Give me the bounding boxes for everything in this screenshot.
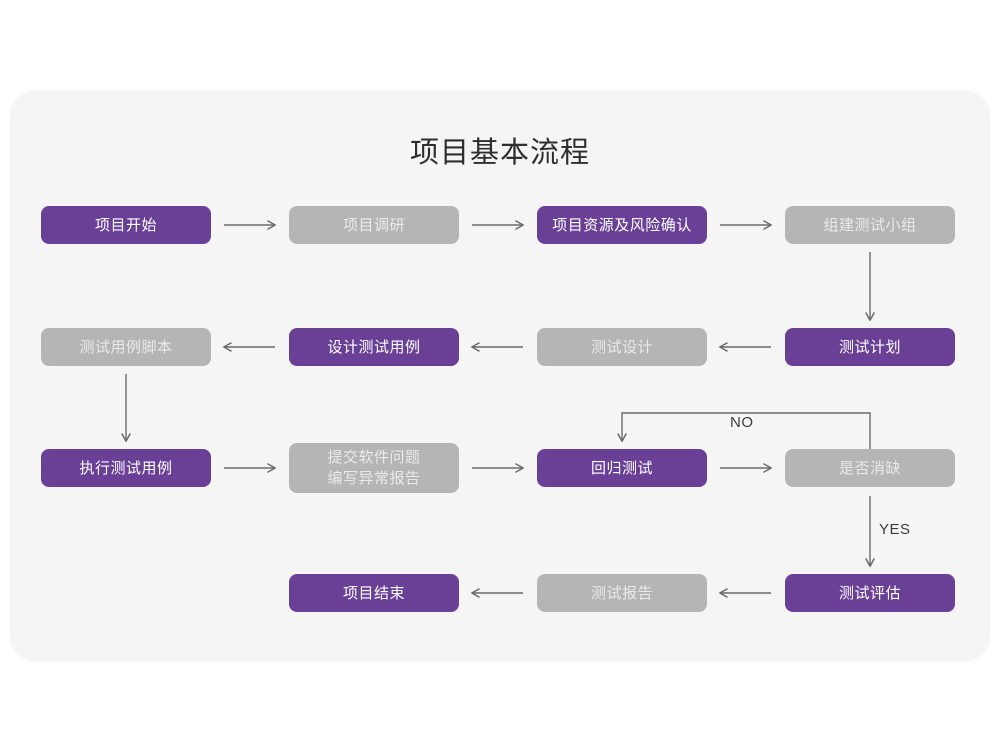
flow-node-project-research[interactable]: 项目调研	[289, 206, 459, 244]
page-title: 项目基本流程	[409, 137, 590, 169]
flow-node-test-plan[interactable]: 测试计划	[785, 328, 955, 366]
flow-node-defect-cleared[interactable]: 是否消缺	[785, 449, 955, 487]
flow-node-project-end[interactable]: 项目结束	[289, 574, 459, 612]
flow-node-execute-test-case[interactable]: 执行测试用例	[41, 449, 211, 487]
flow-node-build-test-team[interactable]: 组建测试小组	[785, 206, 955, 244]
flow-node-project-start[interactable]: 项目开始	[41, 206, 211, 244]
flowchart-card	[10, 90, 990, 662]
edge-label-yes: YES	[879, 521, 911, 538]
flow-node-test-design[interactable]: 测试设计	[537, 328, 707, 366]
edge-label-no: NO	[730, 414, 754, 431]
flow-node-submit-bug-report[interactable]: 提交软件问题 编写异常报告	[289, 443, 459, 493]
flow-node-regression-test[interactable]: 回归测试	[537, 449, 707, 487]
flow-node-test-evaluation[interactable]: 测试评估	[785, 574, 955, 612]
flow-node-test-case-script[interactable]: 测试用例脚本	[41, 328, 211, 366]
flow-node-design-test-case[interactable]: 设计测试用例	[289, 328, 459, 366]
flow-node-resource-risk-confirm[interactable]: 项目资源及风险确认	[537, 206, 707, 244]
flow-node-test-report[interactable]: 测试报告	[537, 574, 707, 612]
